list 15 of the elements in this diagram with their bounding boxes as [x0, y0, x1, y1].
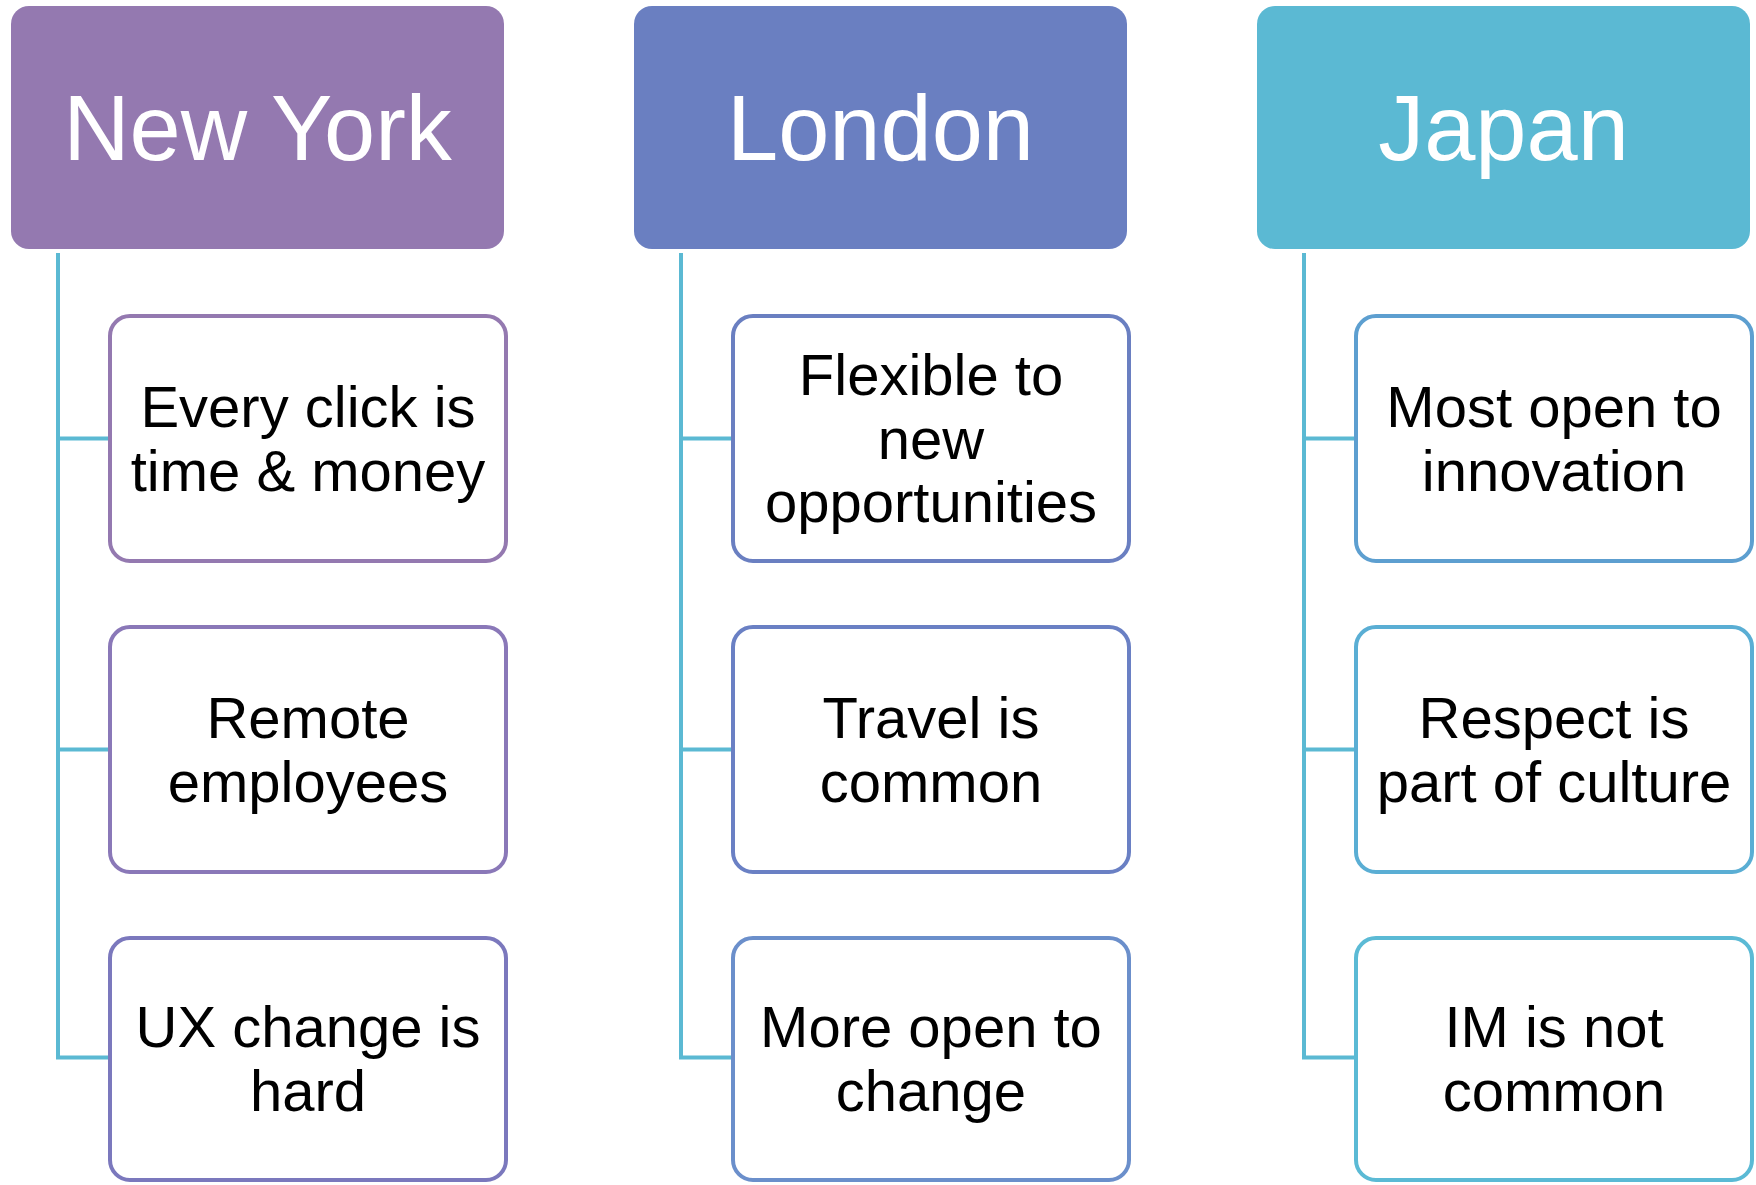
tree-connector: [679, 253, 731, 1060]
city-header-box: New York: [11, 6, 504, 249]
trait-box: Flexible to new opportunities: [731, 314, 1131, 563]
trait-box: Most open to innovation: [1354, 314, 1754, 563]
city-header-box: Japan: [1257, 6, 1750, 249]
trait-box: Every click is time & money: [108, 314, 508, 563]
tree-connector: [56, 253, 108, 1060]
trait-box: IM is not common: [1354, 936, 1754, 1182]
trait-box: Travel is common: [731, 625, 1131, 874]
trait-box: UX change is hard: [108, 936, 508, 1182]
trait-box: Remote employees: [108, 625, 508, 874]
trait-box: More open to change: [731, 936, 1131, 1182]
trait-box: Respect is part of culture: [1354, 625, 1754, 874]
city-header-box: London: [634, 6, 1127, 249]
tree-connector: [1302, 253, 1354, 1060]
